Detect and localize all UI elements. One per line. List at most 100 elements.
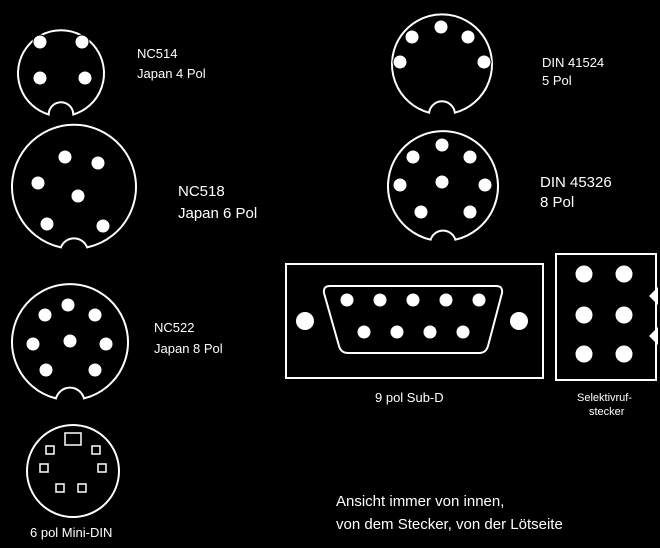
connector-sub-d9: 1 2 3 4 5 6 7 8 9: [285, 263, 544, 379]
nc522-pin: 8: [62, 333, 78, 349]
connector-din45326: 4 2 5 1 8 3 6 7: [387, 130, 499, 241]
connector-nc514: 3 2 4 1: [17, 29, 105, 116]
selektivruf-pin: 1: [574, 264, 594, 284]
selektivruf-label-line1: Selektivruf-: [577, 392, 632, 404]
mini-din-pin: [77, 483, 87, 493]
din45326-label-line1: DIN 45326: [540, 174, 612, 191]
mini-din-label: 6 pol Mini-DIN: [30, 525, 112, 540]
din45326-pin: 1: [392, 177, 408, 193]
nc514-pin: 4: [32, 70, 48, 86]
din41524-pin: 2: [433, 19, 449, 35]
svg-text:3: 3: [62, 152, 67, 162]
din45326-pin: 4: [405, 149, 421, 165]
connector-mini-din: [26, 424, 120, 518]
din45326-pin: 6: [413, 204, 429, 220]
nc514-label-line2: Japan 4 Pol: [137, 66, 206, 81]
svg-text:9: 9: [460, 327, 465, 337]
sub-d9-pin: 2: [372, 292, 388, 308]
svg-text:5: 5: [465, 32, 470, 42]
din41524-pin: 4: [404, 29, 420, 45]
din45326-pin: 2: [434, 137, 450, 153]
nc518-housing: [11, 123, 137, 249]
svg-text:3: 3: [92, 310, 97, 320]
svg-text:3: 3: [410, 295, 415, 305]
sub-d9-pin: 9: [455, 324, 471, 340]
selektivruf-notch: [649, 287, 658, 305]
din45326-pin: 7: [462, 204, 478, 220]
svg-text:8: 8: [439, 177, 444, 187]
nc518-label-line1: NC518: [178, 183, 225, 200]
sub-d9-screw-hole: [296, 312, 314, 330]
svg-text:2: 2: [438, 22, 443, 32]
svg-text:6: 6: [361, 327, 366, 337]
connector-nc522: 1 5 3 6 8 2 7 1: [11, 283, 129, 400]
svg-text:5: 5: [467, 152, 472, 162]
svg-text:2: 2: [439, 140, 444, 150]
sub-d9-pin: 6: [356, 324, 372, 340]
svg-text:5: 5: [476, 295, 481, 305]
nc518-pin: 1: [95, 218, 111, 234]
selektivruf-pin: 2: [574, 305, 594, 325]
connector-din41524: 2 4 5 1 3: [391, 13, 493, 114]
din45326-pin: 3: [477, 177, 493, 193]
svg-text:4: 4: [35, 178, 40, 188]
nc522-pin: 7: [38, 362, 54, 378]
svg-text:3: 3: [37, 37, 42, 47]
svg-text:1: 1: [581, 269, 586, 279]
svg-text:4: 4: [409, 32, 414, 42]
svg-text:4: 4: [410, 152, 415, 162]
sub-d9-pin: 4: [438, 292, 454, 308]
svg-text:7: 7: [43, 365, 48, 375]
nc518-pin: 6: [70, 188, 86, 204]
nc514-label-line1: NC514: [137, 46, 177, 61]
svg-text:6: 6: [75, 191, 80, 201]
svg-text:2: 2: [95, 158, 100, 168]
svg-text:1: 1: [397, 57, 402, 67]
mini-din-pin: [97, 463, 107, 473]
svg-text:7: 7: [394, 327, 399, 337]
nc518-label-line2: Japan 6 Pol: [178, 205, 257, 222]
svg-text:2: 2: [103, 339, 108, 349]
mini-din-pin: [91, 445, 101, 455]
selektivruf-frame: [555, 253, 657, 381]
svg-text:6: 6: [621, 349, 626, 359]
nc522-pin: 6: [25, 336, 41, 352]
sub-d9-pin: 7: [389, 324, 405, 340]
svg-text:1: 1: [344, 295, 349, 305]
svg-text:3: 3: [482, 180, 487, 190]
din45326-pin: 8: [434, 174, 450, 190]
sub-d9-pin: 3: [405, 292, 421, 308]
nc522-pin: 1: [60, 297, 76, 313]
sub-d9-frame: [285, 263, 544, 379]
mini-din-pin: [55, 483, 65, 493]
nc522-pin: 5: [37, 307, 53, 323]
connector-nc518: 3 2 4 6 5 1: [11, 123, 137, 249]
nc514-pin: 3: [32, 34, 48, 50]
nc518-pin: 5: [39, 216, 55, 232]
svg-text:1: 1: [65, 300, 70, 310]
nc522-pin: 3: [87, 307, 103, 323]
svg-text:6: 6: [418, 207, 423, 217]
svg-text:1: 1: [82, 73, 87, 83]
selektivruf-notch: [649, 327, 658, 345]
svg-text:3: 3: [481, 57, 486, 67]
svg-text:1: 1: [397, 180, 402, 190]
svg-text:5: 5: [42, 310, 47, 320]
selektivruf-pin: 5: [614, 305, 634, 325]
sub-d9-shell: [322, 285, 504, 354]
sub-d9-pin: 1: [339, 292, 355, 308]
mini-din-pin: [39, 463, 49, 473]
svg-text:2: 2: [377, 295, 382, 305]
nc518-pin: 3: [57, 149, 73, 165]
nc522-housing: [11, 283, 129, 400]
din41524-housing: [391, 13, 493, 114]
nc514-pin: 1: [77, 70, 93, 86]
selektivruf-pin: 3: [574, 344, 594, 364]
sub-d9-pin: 8: [422, 324, 438, 340]
mini-din-pin: [45, 445, 55, 455]
din41524-pin: 3: [476, 54, 492, 70]
sub-d9-label: 9 pol Sub-D: [375, 390, 444, 405]
nc522-pin: 2: [98, 336, 114, 352]
nc522-label-line2: Japan 8 Pol: [154, 341, 223, 356]
din41524-pin: 1: [392, 54, 408, 70]
